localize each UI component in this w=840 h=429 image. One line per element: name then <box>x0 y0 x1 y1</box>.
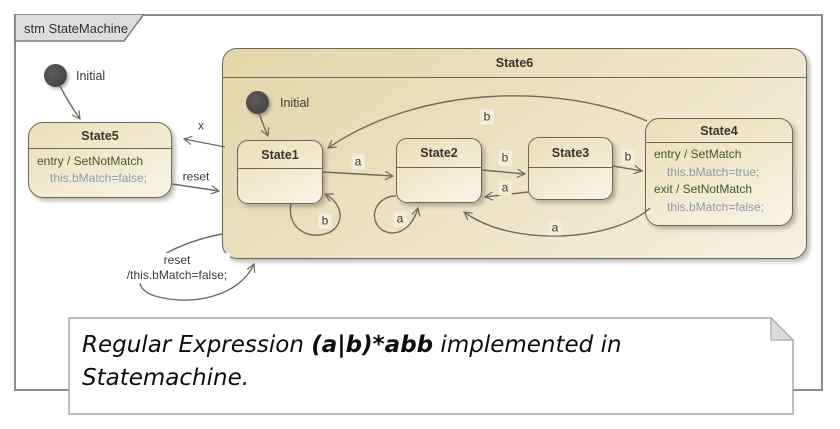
transition-b-state3-to-state4[interactable] <box>612 165 644 175</box>
transition-b-state2-to-state3[interactable] <box>481 168 527 178</box>
transition-b-state4-to-state1[interactable] <box>326 95 648 149</box>
note-text-prefix: Regular Expression <box>82 332 312 358</box>
transition-x-state6-to-state5[interactable] <box>182 135 226 148</box>
transition-label-a-s2-self[interactable]: a <box>393 211 407 227</box>
state3-name: State3 <box>529 138 612 168</box>
note[interactable]: Regular Expression (a|b)*abb implemented… <box>68 316 795 416</box>
state5-entry-action: entry / SetNotMatch <box>37 154 144 168</box>
state-state3[interactable]: State3 <box>528 137 613 200</box>
state5-entry-code: this.bMatch=false; <box>50 171 148 185</box>
transition-initial-to-state5[interactable] <box>59 85 81 121</box>
note-text-suffix: implemented in <box>433 332 629 358</box>
initial-label-inner: Initial <box>280 96 310 110</box>
state4-entry-action: entry / SetMatch <box>654 147 742 161</box>
transition-label-b-s2-s3[interactable]: b <box>498 150 512 166</box>
transition-initial-to-state1[interactable] <box>258 112 270 138</box>
transition-label-reset[interactable]: reset <box>179 169 213 185</box>
state-state2[interactable]: State2 <box>396 138 482 203</box>
note-text: Regular Expression (a|b)*abb implemented… <box>82 329 772 395</box>
transition-b-state1-self[interactable] <box>289 193 341 236</box>
transition-a-state2-self[interactable] <box>373 195 421 234</box>
state5-name: State5 <box>29 123 171 149</box>
state-state1[interactable]: State1 <box>237 140 323 204</box>
transition-label-a-s4-s2[interactable]: a <box>548 220 562 236</box>
transition-label-b-s1-self[interactable]: b <box>318 213 332 229</box>
state6-self-action: /this.bMatch=false; <box>126 268 228 282</box>
state4-exit-code: this.bMatch=false; <box>667 199 765 214</box>
transition-label-a-s3-s2[interactable]: a <box>498 180 512 196</box>
note-text-regex: (a|b)*abb <box>311 332 434 358</box>
state2-name: State2 <box>397 139 481 168</box>
transition-reset-state5-to-state6[interactable] <box>171 183 221 195</box>
state-state5[interactable]: State5 entry / SetNotMatch this.bMatch=f… <box>28 122 172 198</box>
transition-label-state6-self[interactable]: reset /this.bMatch=false; <box>123 253 231 283</box>
state4-entry-code: this.bMatch=true; <box>667 164 760 179</box>
transition-a-state1-to-state2[interactable] <box>322 170 395 181</box>
state6-name: State6 <box>223 49 806 78</box>
transition-reset-state6-self[interactable] <box>139 233 256 301</box>
state1-name: State1 <box>238 141 322 169</box>
frame-tab-shape <box>14 13 146 42</box>
transition-a-state4-to-state2[interactable] <box>462 207 651 237</box>
initial-node-inner[interactable] <box>246 91 269 114</box>
transition-label-b-s4-s1[interactable]: b <box>480 109 494 125</box>
initial-node-outer[interactable] <box>44 64 67 87</box>
state6-self-event: reset <box>163 253 191 267</box>
state4-exit-action: exit / SetNotMatch <box>654 182 753 196</box>
transition-label-b-s3-s4[interactable]: b <box>621 149 635 165</box>
state4-name: State4 <box>646 119 792 143</box>
initial-label-outer: Initial <box>76 69 106 83</box>
frame-tab-label: stm StateMachine <box>24 21 129 36</box>
transition-label-x[interactable]: x <box>195 118 207 134</box>
frame-tab <box>14 13 146 42</box>
state-state4[interactable]: State4 entry / SetMatch this.bMatch=true… <box>645 118 793 226</box>
transition-label-a-s1-s2[interactable]: a <box>351 154 365 170</box>
note-shape <box>68 316 795 415</box>
note-fold-corner <box>770 316 795 341</box>
note-text-line2: Statemachine. <box>82 365 250 391</box>
